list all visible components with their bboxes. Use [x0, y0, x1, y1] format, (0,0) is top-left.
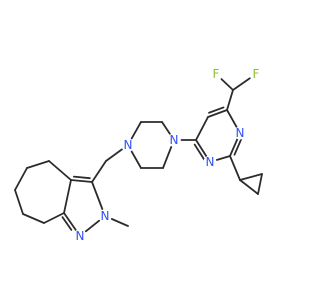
bond-pz7a-n_pyr_ring-second-line: [61, 216, 73, 231]
bond-pz3-pz3a-second-line: [72, 175, 91, 180]
bond-pC4-pC5: [195, 116, 209, 141]
bond-pz3-pz3a: [70, 179, 93, 183]
atom-n_pym_bottom-background: [203, 155, 217, 169]
bond-pz3a-pz7a: [63, 179, 72, 214]
bond-n_pyr_ring-n_pyr_methyl: [84, 219, 101, 233]
atom-n_pip_right-background: [167, 133, 181, 147]
atom-label-n_pip_right: N: [170, 133, 179, 147]
bond-cp3-cp1: [239, 173, 263, 181]
atom-label-n_pym_top: N: [236, 126, 245, 140]
atom-label-n_pyr_methyl: N: [101, 209, 110, 223]
bond-pC5-pC6: [207, 109, 228, 118]
bond-cp2-cp3: [257, 173, 263, 195]
bond-cf2-pC6: [226, 89, 234, 111]
bond-pN3-pC4-second-line: [193, 143, 207, 163]
bond-n_pip_right-pp1: [161, 121, 171, 135]
atom-n_pym_top-background: [233, 126, 247, 140]
bond-ch7b-pz7a: [43, 212, 65, 224]
atom-label-f2: F: [253, 67, 260, 81]
bond-pp2-n_pip_left: [130, 121, 142, 140]
atom-n_pyr_methyl-background: [98, 209, 112, 223]
atom-label-n_pym_bottom: N: [206, 155, 215, 169]
bond-n_pip_left-ch2: [105, 148, 123, 162]
atom-label-n_pip_left: N: [124, 138, 133, 152]
bond-ch7-ch7b: [22, 213, 45, 224]
bond-n_pyr_methyl-pz3: [91, 181, 104, 210]
atom-label-n_pyr_ring: N: [76, 229, 85, 243]
chemical-structure-drawing: F F N N N N N N: [14, 67, 263, 243]
atom-label-f1: F: [213, 67, 220, 81]
bond-pN1-pC2-second-line: [233, 136, 244, 156]
atom-n_pyr_ring-background: [73, 229, 87, 243]
bond-cp1-cp2: [239, 179, 259, 195]
bond-f2-cf2: [232, 77, 251, 91]
bond-layer: [14, 77, 263, 233]
atom-n_pip_left-background: [121, 138, 135, 152]
bond-pz3a-ch4: [48, 160, 72, 181]
bond-pC5-pC6-second-line: [208, 106, 225, 114]
atom-f1-background: [209, 67, 223, 81]
bond-pz7a-n_pyr_ring: [63, 212, 77, 231]
bond-ch6-ch7: [14, 189, 24, 215]
bond-ch5-ch6: [14, 167, 28, 191]
bond-n_pyr_methyl-me: [110, 218, 129, 227]
atom-f2-background: [249, 67, 263, 81]
bond-pC2-cp1: [229, 155, 241, 181]
bond-pp4-n_pip_right: [162, 146, 173, 169]
atom-label-layer: F F N N N N N N: [73, 67, 263, 243]
bond-ch4-ch5: [26, 160, 50, 169]
bond-f1-cf2: [220, 78, 234, 91]
bond-n_pip_left-pp3: [130, 150, 142, 169]
bond-ch2-pz3: [91, 160, 107, 183]
